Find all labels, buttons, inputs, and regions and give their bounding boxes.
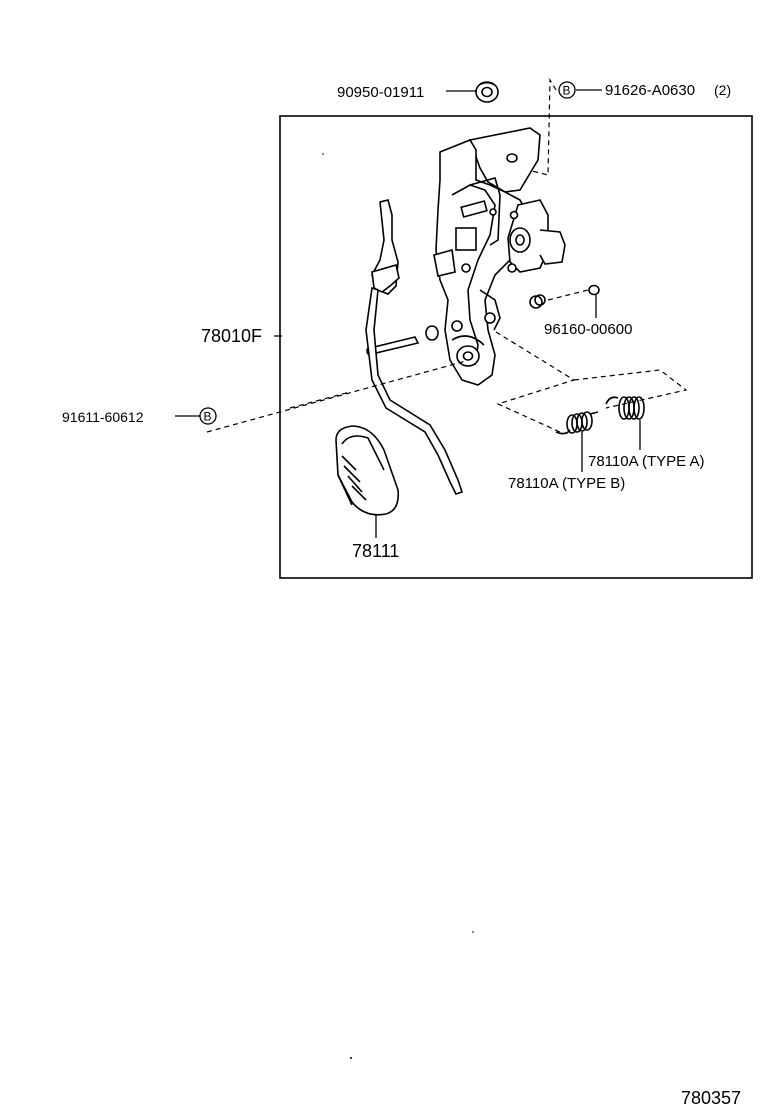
- pivot-shaft: [366, 325, 439, 356]
- assembly-frame: [279, 115, 753, 579]
- diagram-number: 780357: [681, 1088, 741, 1108]
- spring-type-b-icon: [555, 411, 599, 435]
- label-78110A-type-b: 78110A (TYPE B): [508, 475, 625, 492]
- ref-b-circle-top: B: [558, 81, 576, 99]
- label-78110A-type-a: 78110A (TYPE A): [588, 453, 704, 470]
- label-90950-01911: 90950-01911: [337, 84, 424, 101]
- spring-type-a-icon: [605, 396, 645, 420]
- label-78111: 78111: [352, 541, 399, 561]
- grommet-icon: [475, 81, 499, 103]
- label-96160-00600: 96160-00600: [544, 321, 632, 338]
- pedal-arm: [365, 199, 464, 495]
- bushing-icon: [529, 284, 600, 309]
- label-78010F: 78010F: [201, 326, 262, 346]
- ref-b-circle-left: B: [199, 407, 217, 425]
- label-91626-qty: (2): [714, 82, 731, 98]
- label-91626-A0630: 91626-A0630: [605, 82, 695, 99]
- label-91611-60612: 91611-60612: [62, 409, 144, 425]
- svg-text:B: B: [563, 84, 571, 98]
- pedal-bracket-assembly: [433, 127, 566, 386]
- pedal-pad: [335, 425, 400, 516]
- svg-text:B: B: [204, 410, 212, 424]
